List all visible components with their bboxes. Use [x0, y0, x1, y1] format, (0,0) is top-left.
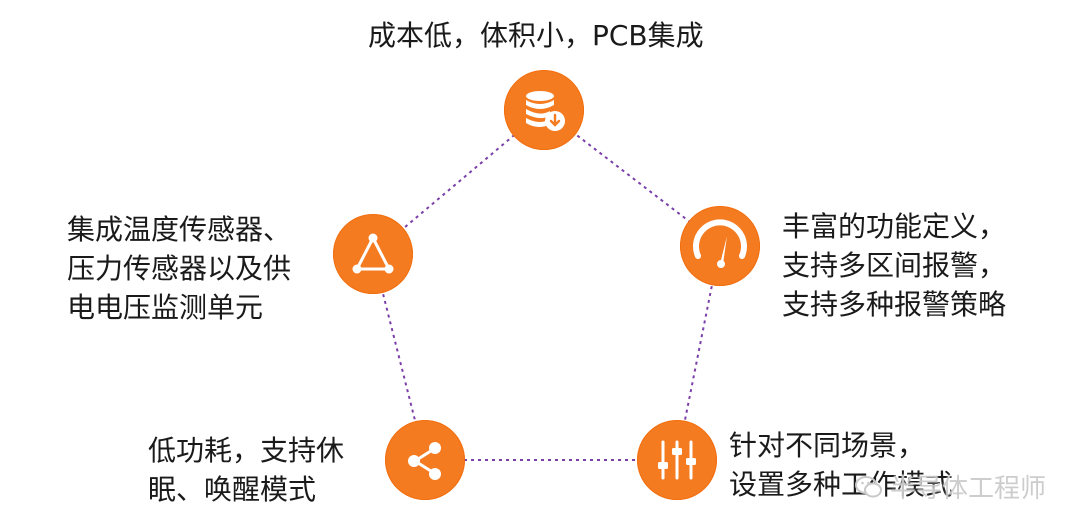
label-left-line-1: 集成温度传感器、	[67, 213, 292, 246]
label-bottom-right-line-2: 设置多种工作模式	[729, 468, 954, 501]
label-bottom-left: 低功耗，支持休 眠、唤醒模式	[148, 431, 344, 509]
node-bottom-left	[385, 420, 465, 500]
gauge-icon	[693, 219, 747, 268]
label-right-line-1: 丰富的功能定义，	[782, 210, 1007, 243]
wechat-icon	[854, 475, 882, 497]
label-bottom-left-line-1: 低功耗，支持休	[148, 434, 345, 467]
label-left-line-3: 电电压监测单元	[67, 291, 264, 324]
label-left-line-2: 压力传感器以及供	[67, 252, 292, 285]
label-right-line-2: 支持多区间报警，	[782, 249, 1007, 282]
node-bottom-right	[637, 420, 717, 500]
node-right	[680, 206, 760, 286]
watermark: 半导体工程师	[854, 468, 1046, 505]
label-left: 集成温度传感器、 压力传感器以及供 电电压监测单元	[67, 210, 291, 327]
label-top: 成本低，体积小，PCB集成	[368, 16, 704, 55]
triangle-nodes-icon	[352, 233, 394, 274]
label-right-line-3: 支持多种报警策略	[782, 288, 1007, 321]
share-icon	[408, 442, 441, 480]
node-left	[333, 214, 413, 294]
label-right: 丰富的功能定义， 支持多区间报警， 支持多种报警策略	[782, 207, 1006, 324]
label-bottom-left-line-2: 眠、唤醒模式	[148, 473, 317, 506]
database-download-icon	[526, 91, 565, 131]
label-bottom-right-line-1: 针对不同场景，	[729, 429, 926, 462]
label-top-line-1: 成本低，体积小，PCB集成	[368, 19, 704, 52]
sliders-icon	[658, 440, 696, 480]
label-bottom-right: 针对不同场景， 设置多种工作模式	[729, 426, 953, 504]
watermark-text: 半导体工程师	[889, 474, 1046, 504]
node-top	[504, 70, 584, 150]
